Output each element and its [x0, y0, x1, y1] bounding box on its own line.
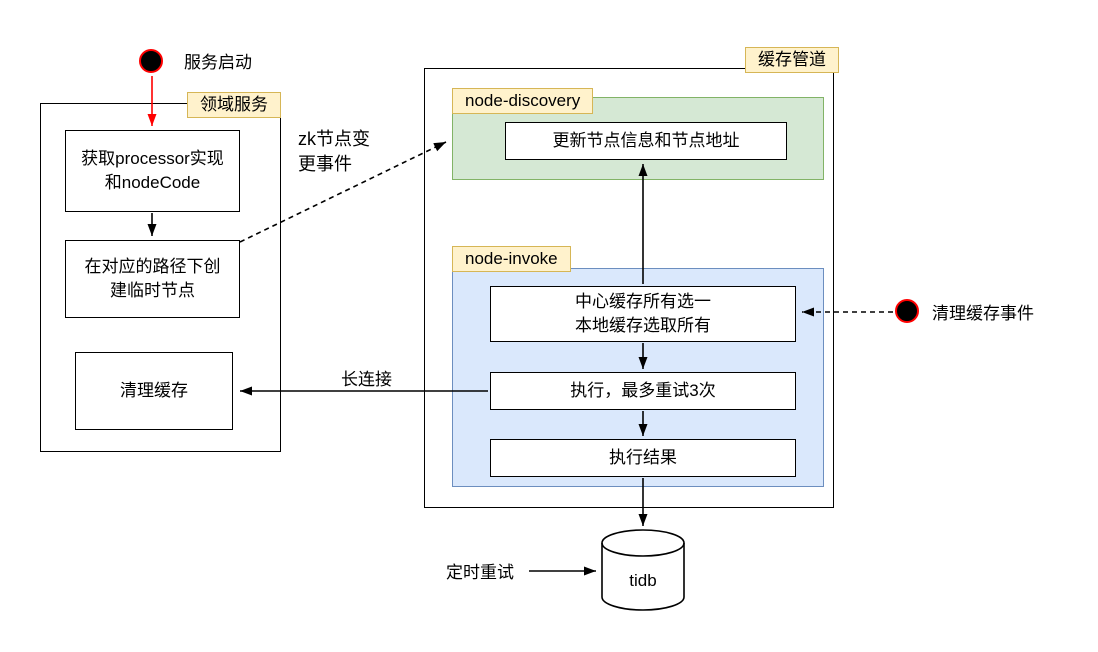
tidb-label: tidb: [629, 571, 657, 590]
start-event-label: 服务启动: [184, 53, 252, 72]
zk-node-change-event-label: zk节点变 更事件: [298, 129, 370, 175]
clear-cache-event-label: 清理缓存事件: [932, 304, 1034, 323]
long-connection-label: 长连接: [341, 370, 392, 389]
cache-pipeline-container: [424, 68, 834, 508]
update-node-box: 更新节点信息和节点地址: [505, 122, 787, 160]
clear-cache-box: 清理缓存: [75, 352, 233, 430]
node-discovery-tag: node-discovery: [452, 88, 594, 115]
cache-pipeline-tag: 缓存管道: [745, 47, 839, 74]
start-event-icon: [139, 49, 163, 73]
clear-cache-event-icon: [895, 299, 919, 323]
domain-service-container: [40, 103, 281, 452]
timed-retry-label: 定时重试: [446, 563, 514, 582]
cache-select-box: 中心缓存所有选一 本地缓存选取所有: [490, 286, 796, 342]
domain-service-tag: 领域服务: [187, 92, 281, 119]
tidb-cylinder: [601, 529, 685, 611]
get-processor-box: 获取processor实现 和nodeCode: [65, 130, 240, 212]
tidb-cylinder-lid: [601, 542, 685, 557]
execute-box: 执行，最多重试3次: [490, 372, 796, 410]
create-temp-node-box: 在对应的路径下创 建临时节点: [65, 240, 240, 318]
execute-result-box: 执行结果: [490, 439, 796, 477]
node-invoke-tag: node-invoke: [452, 246, 571, 273]
